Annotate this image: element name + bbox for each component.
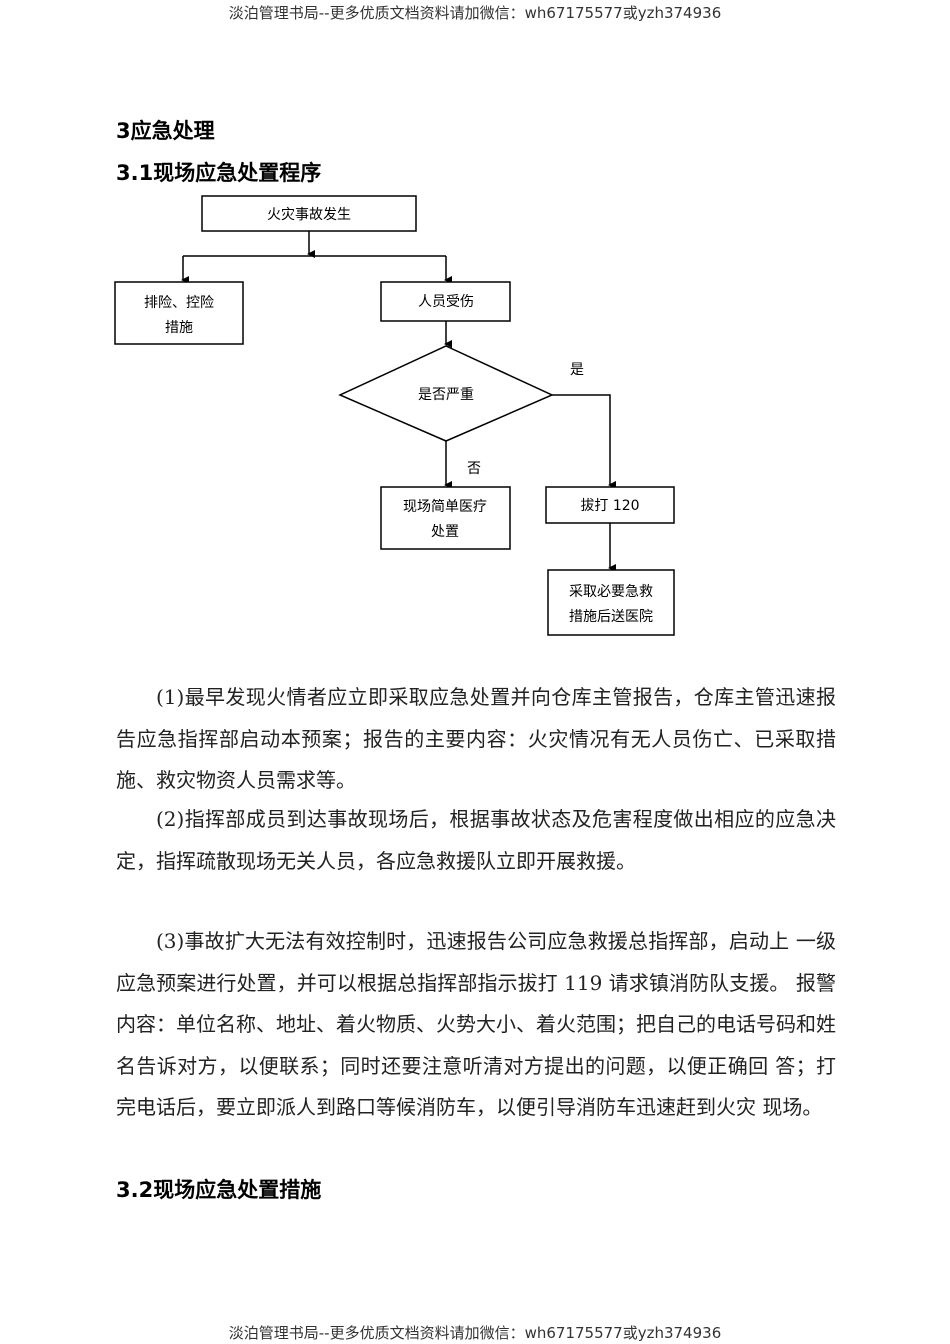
subsection-heading-2: 3.2现场应急处置措施 (116, 1178, 322, 1202)
paragraph-3: (3)事故扩大无法有效控制时，迅速报告公司应急救援总指挥部，启动上 一级应急预案… (116, 921, 836, 1129)
decision-severity-label: 是否严重 (418, 387, 474, 403)
node-hazard-control (114, 281, 244, 345)
node-call-120 (545, 486, 675, 524)
node-fire-accident (201, 195, 417, 232)
node-call-120-label: 拔打 120 (580, 497, 639, 514)
paragraph-1: (1)最早发现火情者应立即采取应急处置并向仓库主管报告，仓库主管迅速报告应急指挥… (116, 677, 836, 802)
node-first-aid-hospital (547, 569, 675, 636)
arrow-yes-branch (552, 394, 616, 489)
node-first-aid-hospital-label-line1: 采取必要急救 (569, 584, 653, 600)
node-first-aid-hospital-label-line2: 措施后送医院 (569, 609, 653, 625)
section-heading: 3应急处理 (116, 119, 215, 143)
node-hazard-control-label-line1: 排险、控险 (144, 295, 214, 311)
node-fire-accident-label: 火灾事故发生 (267, 206, 351, 223)
subsection-heading: 3.1现场应急处置程序 (116, 161, 322, 185)
node-hazard-control-label-line2: 措施 (165, 320, 193, 336)
node-injury-label: 人员受伤 (418, 294, 474, 310)
watermark-header: 淡泊管理书局--更多优质文档资料请加微信：wh67175577或yzh37493… (228, 4, 722, 22)
paragraph-1-text: (1)最早发现火情者应立即采取应急处置并向仓库主管报告，仓库主管迅速报告应急指挥… (116, 685, 836, 792)
node-injury (380, 281, 511, 322)
emergency-flowchart: 火灾事故发生 排险、控险 措施 人员受伤 是否严重 是 否 现场简单医疗 处置 … (114, 195, 675, 636)
paragraph-2-text: (2)指挥部成员到达事故现场后，根据事故状态及危害程度做出相应的应急决定，指挥疏… (116, 807, 836, 873)
node-simple-treatment-label-line1: 现场简单医疗 (403, 498, 487, 515)
no-label: 否 (467, 461, 481, 477)
yes-label: 是 (570, 362, 584, 378)
paragraph-2: (2)指挥部成员到达事故现场后，根据事故状态及危害程度做出相应的应急决定，指挥疏… (116, 799, 836, 882)
decision-severity (338, 345, 554, 442)
node-simple-treatment (380, 486, 511, 550)
flow-connectors (181, 231, 616, 572)
node-simple-treatment-label-line2: 处置 (431, 524, 459, 540)
watermark-footer: 淡泊管理书局--更多优质文档资料请加微信：wh67175577或yzh37493… (228, 1324, 722, 1342)
paragraph-3-text: (3)事故扩大无法有效控制时，迅速报告公司应急救援总指挥部，启动上 一级应急预案… (116, 929, 836, 1119)
